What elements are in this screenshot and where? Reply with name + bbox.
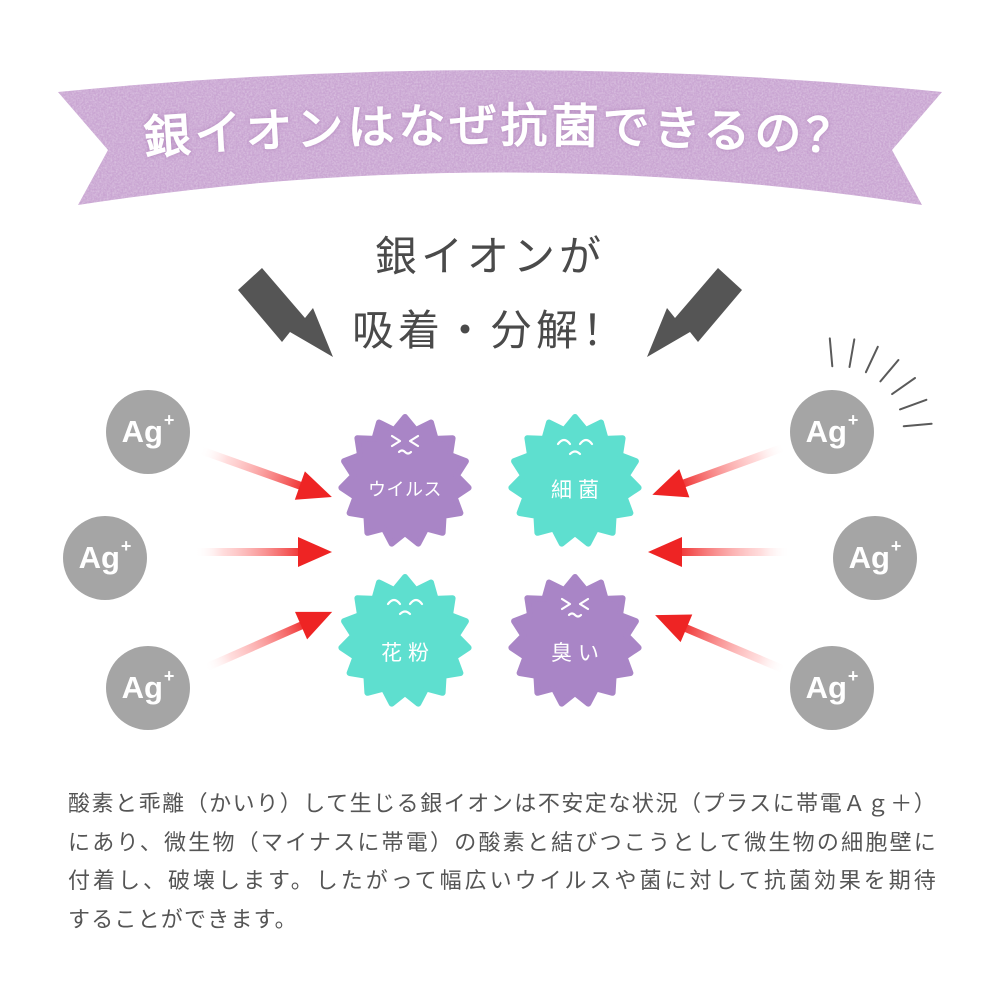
emphasis-lines-icon [828, 337, 933, 428]
ion-charge: + [163, 409, 175, 430]
odor-germ-icon: 臭い [508, 574, 642, 707]
ion-symbol: Ag [805, 670, 847, 705]
description-line: することができます。 [68, 907, 298, 933]
pollen-germ-icon: 花粉 [338, 574, 472, 707]
ion-charge: + [163, 665, 175, 686]
ion-charge: + [890, 535, 902, 556]
silver-ion-left-bottom: Ag+ [106, 646, 190, 730]
sad-face-icon [556, 438, 594, 456]
virus-germ-icon: ウイルス [338, 414, 472, 547]
spiky-germ-body [338, 414, 472, 547]
silver-ion-left-middle: Ag+ [63, 516, 147, 600]
red-arrow-icon-left-middle [195, 537, 332, 567]
headline: 銀イオンが 吸着・分解！ [290, 220, 690, 368]
red-arrow-icon-left-bottom [203, 611, 333, 672]
grimace-face-icon [390, 434, 420, 455]
lightning-bolt-icon-right [647, 268, 742, 357]
red-arrow-icon-left-top [198, 446, 332, 500]
ion-symbol: Ag [121, 414, 163, 449]
ion-symbol: Ag [121, 670, 163, 705]
ion-charge: + [120, 535, 132, 556]
headline-line-2: 吸着・分解！ [351, 306, 628, 355]
spiky-germ-body [508, 414, 642, 547]
germ-label-bacteria: 細菌 [551, 478, 605, 502]
germ-label-virus: ウイルス [368, 480, 442, 501]
red-arrow-icon-right-top [652, 443, 787, 498]
germ-label-pollen: 花粉 [381, 641, 435, 665]
ion-charge: + [847, 409, 859, 430]
headline-line-1: 銀イオンが [374, 232, 605, 281]
banner-texture [58, 70, 942, 205]
description-paragraph: 酸素と乖離（かいり）して生じる銀イオンは不安定な状況（プラスに帯電Ａｇ＋） にあ… [68, 786, 937, 940]
germ-label-odor: 臭い [551, 641, 605, 665]
spiky-germ-body [508, 574, 642, 707]
description-line: 付着し、破壊します。したがって幅広いウイルスや菌に対して抗菌効果を期待 [68, 869, 937, 894]
description-line: にあり、微生物（マイナスに帯電）の酸素と結びつこうとして微生物の細胞壁に [68, 830, 937, 856]
sad-face-icon [386, 598, 424, 616]
silver-ion-left-top: Ag+ [106, 390, 190, 474]
silver-ion-right-bottom: Ag+ [790, 646, 874, 730]
silver-ion-right-top: Ag+ [790, 390, 874, 474]
ion-symbol: Ag [848, 540, 890, 575]
red-arrow-icon-right-bottom [655, 614, 787, 674]
lightning-bolt-icon-left [238, 268, 333, 357]
red-arrow-icon-right-middle [648, 537, 790, 567]
silver-ion-right-middle: Ag+ [833, 516, 917, 600]
ion-charge: + [847, 665, 859, 686]
ion-symbol: Ag [805, 414, 847, 449]
spiky-germ-body [338, 574, 472, 707]
grimace-face-icon [560, 597, 590, 618]
ion-symbol: Ag [78, 540, 120, 575]
description-line: 酸素と乖離（かいり）して生じる銀イオンは不安定な状況（プラスに帯電Ａｇ＋） [68, 792, 937, 817]
bacteria-germ-icon: 細菌 [508, 414, 642, 547]
